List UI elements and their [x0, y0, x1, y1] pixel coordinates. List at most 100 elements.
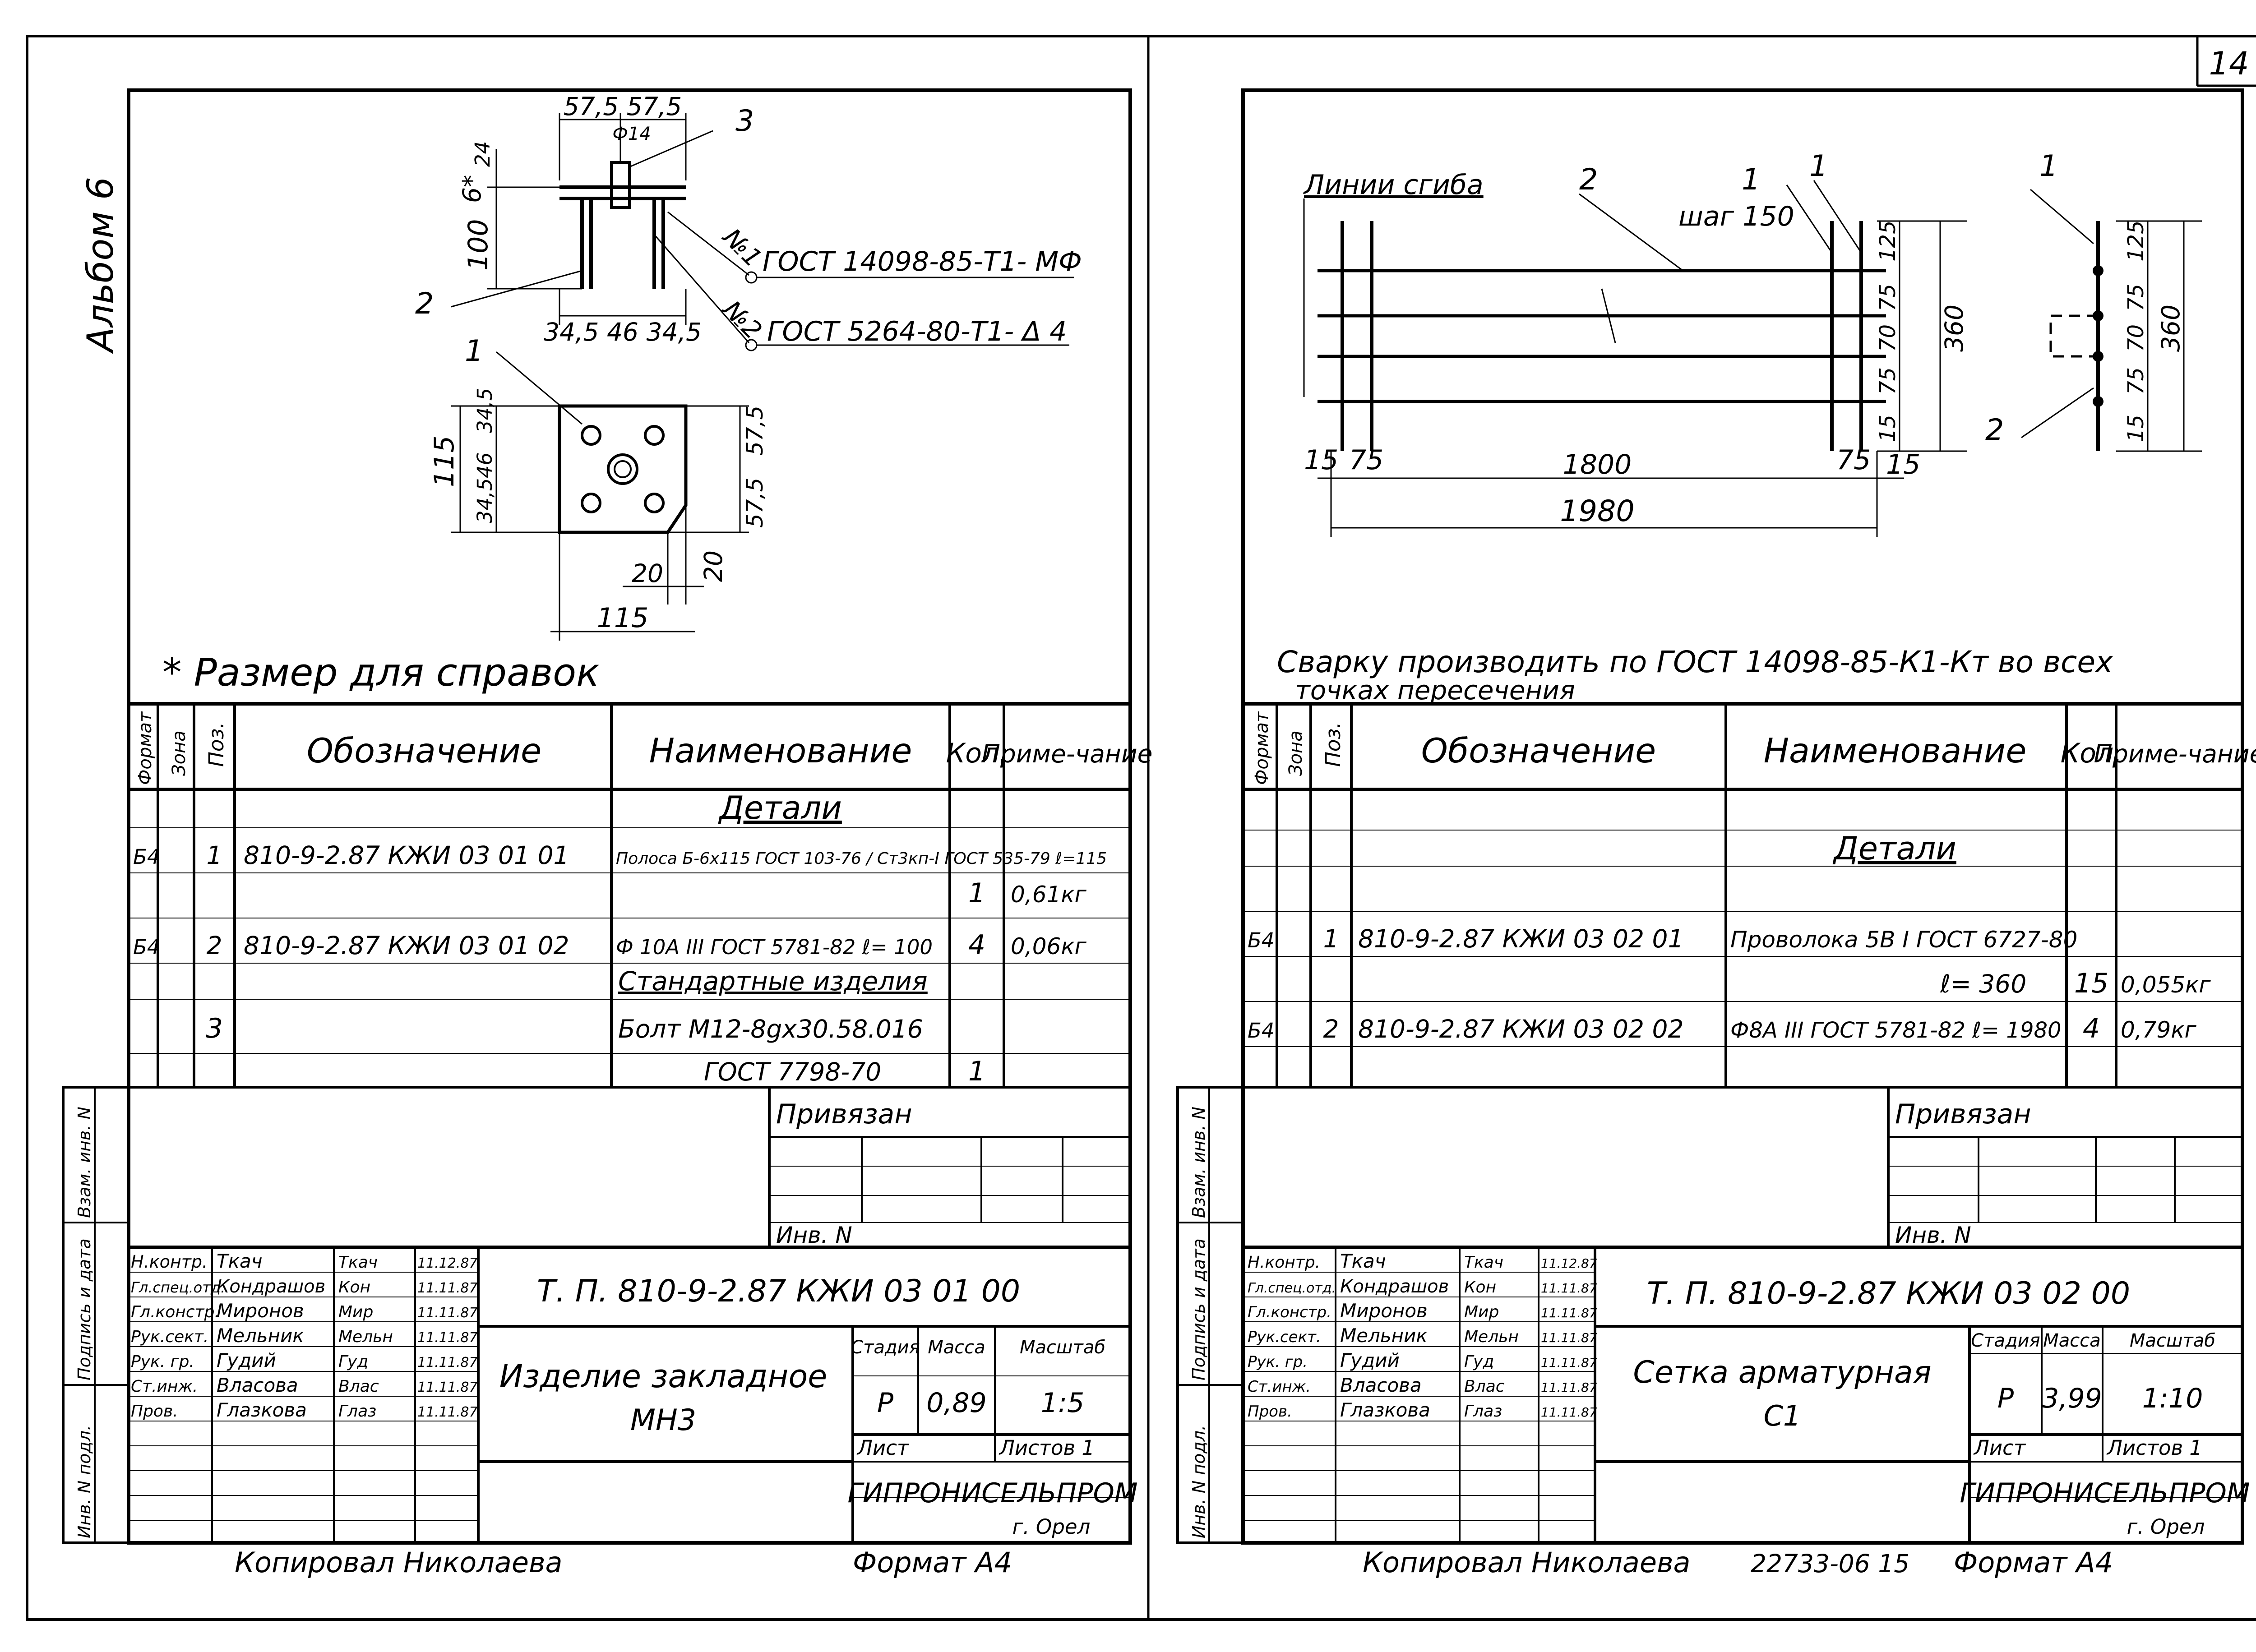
- left-r2-pos: 2: [207, 931, 222, 960]
- right-r3-note: 0,79кг: [2121, 1017, 2197, 1043]
- mesh-d2: 70: [1875, 324, 1900, 352]
- mesh-dim-75a: 75: [1349, 444, 1383, 476]
- right-side-strip: Взам. инв. N Подпись и дата Инв. N подл.: [1176, 1086, 1244, 1544]
- mesh-d3: 75: [1875, 367, 1900, 395]
- left-sheet-label: Лист: [856, 1436, 910, 1460]
- left-org: ГИПРОНИСЕЛЬПРОМ: [847, 1477, 1137, 1509]
- left-h-name: Наименование: [649, 731, 912, 771]
- left-p2-role: Гл.констр.: [131, 1303, 220, 1321]
- right-h-note: Приме-чание: [2094, 739, 2256, 768]
- plan-dim-20b: 20: [699, 550, 728, 582]
- right-org: ГИПРОНИСЕЛЬПРОМ: [1960, 1477, 2250, 1509]
- left-h-pos: Поз.: [204, 722, 228, 767]
- left-r3-name: Стандартные изделия: [618, 966, 928, 997]
- right-r3-name: Ф8А III ГОСТ 5781-82 ℓ= 1980: [1730, 1018, 2062, 1043]
- left-pos2: 2: [415, 287, 434, 321]
- left-p3-role: Рук.сект.: [131, 1328, 208, 1346]
- right-p0-date: 11.12.87: [1541, 1256, 1597, 1271]
- left-note: * Размер для справок: [162, 651, 600, 695]
- right-stage-label: Стадия: [1971, 1330, 2040, 1351]
- mesh-pos1b: 1: [1809, 149, 1828, 183]
- left-h-designation: Обозначение: [307, 731, 541, 771]
- right-r0-name: Детали: [1832, 830, 1956, 867]
- sec-d0: 125: [2123, 220, 2149, 262]
- left-scale: 1:5: [1041, 1387, 1085, 1419]
- right-p5-role: Ст.инж.: [1248, 1378, 1311, 1396]
- left-p6-date: 11.11.87: [417, 1404, 478, 1420]
- left-copied: Копировал Николаева: [235, 1546, 563, 1579]
- left-format: Формат А4: [853, 1546, 1012, 1579]
- left-h-note: Приме-чание: [982, 739, 1153, 768]
- right-inner-frame: [1241, 88, 2244, 1545]
- right-privyazan-label: Привязан: [1895, 1098, 2031, 1130]
- right-stage: Р: [1997, 1383, 2014, 1414]
- right-privyazan: Привязан Инв. N: [1887, 1087, 2242, 1248]
- right-p0-sign: Ткач: [1464, 1253, 1503, 1272]
- page-number: 14: [2209, 45, 2249, 82]
- right-archive: 22733-06 15: [1751, 1549, 1909, 1578]
- right-r1-designation: 810-9-2.87 КЖИ 03 02 01: [1358, 924, 1683, 953]
- left-side-1: Взам. инв. N: [74, 1107, 94, 1218]
- mesh-dim-15a: 15: [1304, 444, 1338, 476]
- left-p4-name: Гудий: [217, 1349, 276, 1371]
- weld2-label: №2: [717, 294, 768, 345]
- mesh-pos2: 2: [1579, 163, 1598, 197]
- left-p3-date: 11.11.87: [417, 1330, 478, 1346]
- left-p2-sign: Мир: [338, 1303, 373, 1321]
- weld2-gost: ГОСТ 5264-80-Т1- Δ 4: [767, 316, 1067, 347]
- right-h-name: Наименование: [1764, 731, 2027, 771]
- right-p4-role: Рук. гр.: [1248, 1353, 1308, 1371]
- left-r1-note: 0,61кг: [1011, 881, 1087, 908]
- left-mass-label: Масса: [928, 1337, 985, 1358]
- right-r2-qty: 15: [2074, 968, 2108, 999]
- right-scale-label: Масштаб: [2130, 1330, 2215, 1351]
- dim-24: 24: [471, 141, 495, 167]
- right-r1-name: Проволока 5В I ГОСТ 6727-80: [1730, 927, 2077, 953]
- dim-100: 100: [462, 219, 494, 271]
- right-r2-name: ℓ= 360: [1940, 969, 2026, 998]
- left-r5-qty: 1: [968, 1056, 985, 1087]
- right-side-1: Взам. инв. N: [1189, 1107, 1209, 1218]
- weld-note-2: точках пересечения: [1295, 675, 1575, 706]
- right-p3-sign: Мельн: [1464, 1328, 1519, 1346]
- right-sheet-label: Лист: [1973, 1436, 2026, 1460]
- plan-dim-575a: 57,5: [742, 406, 768, 456]
- mesh-dim-75b: 75: [1836, 444, 1871, 476]
- right-h-zone: Зона: [1285, 730, 1306, 776]
- left-p5-role: Ст.инж.: [131, 1377, 198, 1396]
- right-r1-pos: 1: [1323, 924, 1339, 953]
- right-p0-name: Ткач: [1340, 1250, 1386, 1272]
- left-p2-name: Миронов: [217, 1300, 304, 1322]
- mesh-dim-1980: 1980: [1560, 494, 1634, 528]
- left-r4-pos: 3: [206, 1013, 223, 1044]
- mesh-step: шаг 150: [1678, 201, 1794, 232]
- weld1-gost: ГОСТ 14098-85-Т1- МФ: [763, 246, 1082, 277]
- right-p3-role: Рук.сект.: [1248, 1328, 1321, 1346]
- weld-note-1: Сварку производить по ГОСТ 14098-85-К1-К…: [1277, 645, 2113, 679]
- left-inner-frame: [127, 88, 1132, 1545]
- right-p2-sign: Мир: [1464, 1303, 1499, 1321]
- plan-dim-46: 46: [473, 452, 497, 478]
- left-side-3: Инв. N подл.: [74, 1425, 94, 1538]
- left-h-qty: Кол.: [946, 738, 1008, 769]
- right-r3-designation: 810-9-2.87 КЖИ 03 02 02: [1358, 1015, 1683, 1043]
- left-p6-sign: Глаз: [338, 1402, 376, 1421]
- left-p5-name: Власова: [217, 1374, 298, 1396]
- right-p5-name: Власова: [1340, 1374, 1422, 1396]
- left-sheet: Альбом 6 57,5 57,5 Ф14 3 6* 24 100: [62, 88, 1153, 1579]
- left-p1-sign: Кон: [338, 1278, 370, 1297]
- left-p3-name: Мельник: [217, 1324, 304, 1347]
- right-h-format: Формат: [1252, 711, 1272, 785]
- outer-frame: [26, 35, 2256, 1621]
- left-p5-sign: Влас: [338, 1377, 379, 1396]
- right-p6-date: 11.11.87: [1541, 1405, 1597, 1420]
- plate-plan: 1 115 34,5 46 34,5 57,5 57,5 20 20 115: [429, 334, 768, 641]
- right-h-qty: Кол.: [2061, 738, 2122, 769]
- left-pos3: 3: [735, 104, 754, 138]
- left-stage: Р: [877, 1387, 894, 1419]
- mesh-d4: 15: [1875, 415, 1900, 442]
- right-title-block: Н.контр. Ткач Ткач 11.12.87 Гл.спец.отд.…: [1243, 1246, 2250, 1543]
- right-title-2: С1: [1764, 1399, 1801, 1432]
- left-privyazan-label: Привязан: [776, 1098, 912, 1130]
- left-p4-sign: Гуд: [338, 1352, 368, 1371]
